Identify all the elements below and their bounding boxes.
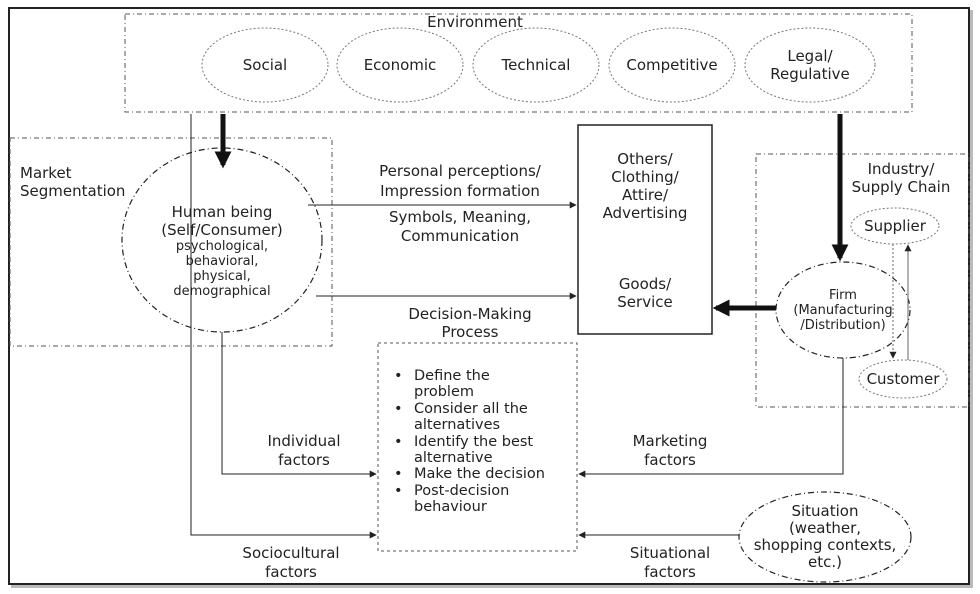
supplier-label: Supplier (864, 217, 926, 235)
supplier-ellipse (850, 207, 940, 245)
individual-factors-label: Individual factors (267, 432, 341, 469)
perceptions-label: Personal perceptions/ Impression formati… (379, 162, 541, 200)
situation-label: Situation (weather, shopping contexts, e… (753, 502, 897, 571)
marketing-factors-label: Marketing factors (632, 432, 708, 469)
env-economic-label: Economic (363, 56, 437, 74)
decision-step: Consider all the alternatives (388, 401, 578, 434)
sociocultural-factors-arrow (190, 114, 377, 539)
env-legal-label: Legal/ Regulative (770, 47, 850, 83)
environment-title: Environment (427, 13, 523, 31)
industry-box (755, 153, 970, 408)
env-legal-ellipse (744, 27, 876, 103)
center-box (577, 124, 713, 335)
decision-step: Post-decision behaviour (388, 483, 578, 516)
symbols-label: Symbols, Meaning, Communication (388, 208, 532, 245)
customer-label: Customer (866, 370, 940, 388)
individual-factors-arrow (221, 332, 377, 478)
human-being-title: Human being (Self/Consumer) (161, 203, 283, 239)
others-label: Others/ Clothing/ Attire/ Advertising (602, 150, 688, 222)
goods-label: Goods/ Service (617, 275, 673, 311)
firm-label: Firm (Manufacturing /Distribution) (793, 288, 893, 333)
situation-ellipse (738, 491, 912, 583)
marketing-factors-arrow (578, 358, 844, 478)
env-technical-label: Technical (501, 56, 571, 74)
market-segmentation-box (9, 137, 333, 347)
human-being-details: psychological, behavioral, physical, dem… (173, 239, 271, 299)
sociocultural-factors-label: Sociocultural factors (242, 544, 340, 581)
industry-label: Industry/ Supply Chain (851, 160, 951, 196)
env-social-ellipse (201, 27, 329, 103)
customer-ellipse (858, 359, 948, 399)
diagram-frame (8, 7, 970, 585)
decision-process-label: Decision-Making Process (408, 305, 532, 341)
env-competitive-ellipse (608, 27, 736, 103)
env-social-label: Social (242, 56, 288, 74)
decision-step: Identify the best alternative (388, 434, 578, 467)
firm-ellipse (775, 261, 911, 359)
environment-box (124, 13, 913, 113)
decision-steps-list: Define the problem Consider all the alte… (388, 368, 578, 516)
env-competitive-label: Competitive (626, 56, 718, 74)
decision-step: Make the decision (388, 466, 578, 483)
env-economic-ellipse (336, 27, 464, 103)
decision-step: Define the problem (388, 368, 578, 401)
env-technical-ellipse (472, 27, 600, 103)
situational-factors-label: Situational factors (629, 544, 711, 581)
market-segmentation-label: Market Segmentation (20, 164, 126, 200)
